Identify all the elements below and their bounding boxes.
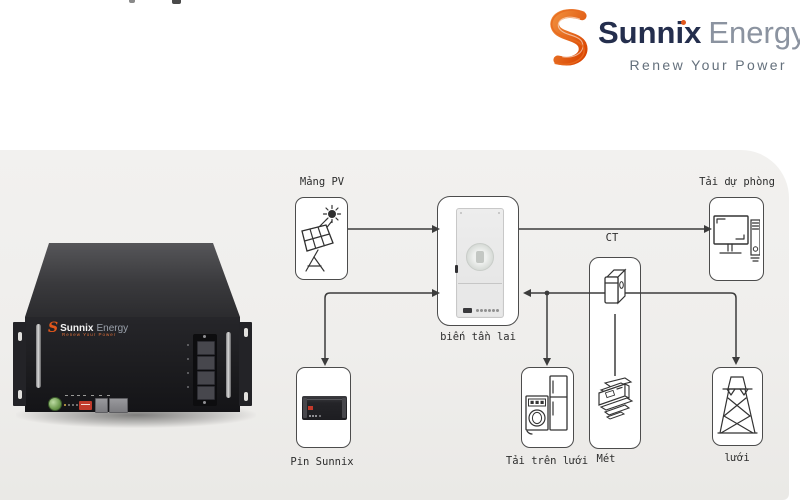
- ct-label: CT: [605, 232, 619, 244]
- energy-meter-icon: [598, 377, 634, 420]
- cropped-text-mark: [172, 0, 181, 4]
- ct-sensor-icon: [604, 268, 627, 305]
- module-bracket: [303, 398, 307, 418]
- pv-array-label: Mảng PV: [299, 176, 345, 188]
- rack-hole: [18, 332, 22, 341]
- screw: [203, 335, 206, 338]
- hybrid-inverter-box: [437, 196, 519, 326]
- appliances-icon: [525, 375, 568, 435]
- power-knob: [48, 397, 62, 411]
- screws: [460, 212, 462, 214]
- indicator-led-row: [64, 404, 66, 406]
- inverter-label: biến tần lai: [440, 331, 516, 343]
- connector: [197, 371, 215, 385]
- brand-name: Sunnix: [598, 15, 702, 50]
- ongrid-load-label: Tải trên lưới: [505, 455, 589, 467]
- panel-label-marks: [65, 395, 68, 396]
- sunnix-battery-label: Pin Sunnix: [290, 456, 354, 468]
- cropped-text-mark: [129, 0, 135, 3]
- screw: [203, 401, 206, 404]
- backup-load-box: [709, 197, 764, 281]
- brand-i-dot: [681, 20, 686, 25]
- sunnix-battery-box: [296, 367, 351, 448]
- battery-module-icon: [302, 396, 347, 420]
- rack-hole: [18, 390, 22, 399]
- grid-box: [712, 367, 763, 446]
- battery-brand-name: Sunnix: [60, 323, 94, 334]
- computer-icon: [713, 215, 760, 262]
- brand-tagline: Renew Your Power: [629, 57, 787, 73]
- rack-hole: [244, 392, 248, 401]
- battery-connector-block: [193, 334, 217, 406]
- sunnix-s-swirl-icon: [550, 9, 588, 66]
- connector: [197, 341, 215, 355]
- inverter-switch: [455, 265, 458, 273]
- meter-label: Mét: [596, 453, 616, 465]
- module-indicators: [309, 415, 311, 417]
- ongrid-load-box: [521, 367, 574, 448]
- module-breaker: [308, 406, 313, 410]
- status-led-column: [187, 344, 189, 346]
- battery-brand-tagline: Renew Your Power: [62, 332, 117, 337]
- hybrid-inverter-device: [455, 208, 504, 318]
- battery-top-face: [25, 243, 240, 317]
- inverter-terminals: [476, 309, 479, 312]
- pv-array-box: [295, 197, 348, 280]
- handle-right: [226, 332, 231, 398]
- grid-label: lưới: [724, 452, 750, 464]
- module-bracket: [342, 398, 346, 418]
- connector: [197, 356, 215, 370]
- brand-suffix: Energy: [708, 15, 800, 50]
- inverter-emblem: [466, 243, 494, 271]
- rack-hole: [244, 328, 248, 337]
- connector: [197, 386, 215, 400]
- sunnix-s-logo: S: [48, 320, 59, 336]
- io-port: [95, 398, 108, 413]
- transmission-tower-icon: [717, 376, 758, 434]
- io-port: [109, 398, 128, 413]
- module-edge: [304, 399, 345, 400]
- rack-ear-left: [13, 322, 26, 406]
- backup-load-label: Tải dự phòng: [699, 176, 775, 188]
- battery-brand-suffix: Energy: [96, 323, 129, 334]
- breaker-switch: [79, 401, 92, 410]
- solar-panel-icon: [301, 204, 342, 272]
- inverter-port: [463, 308, 472, 313]
- handle-left: [36, 324, 41, 388]
- rack-ear-right: [239, 322, 252, 406]
